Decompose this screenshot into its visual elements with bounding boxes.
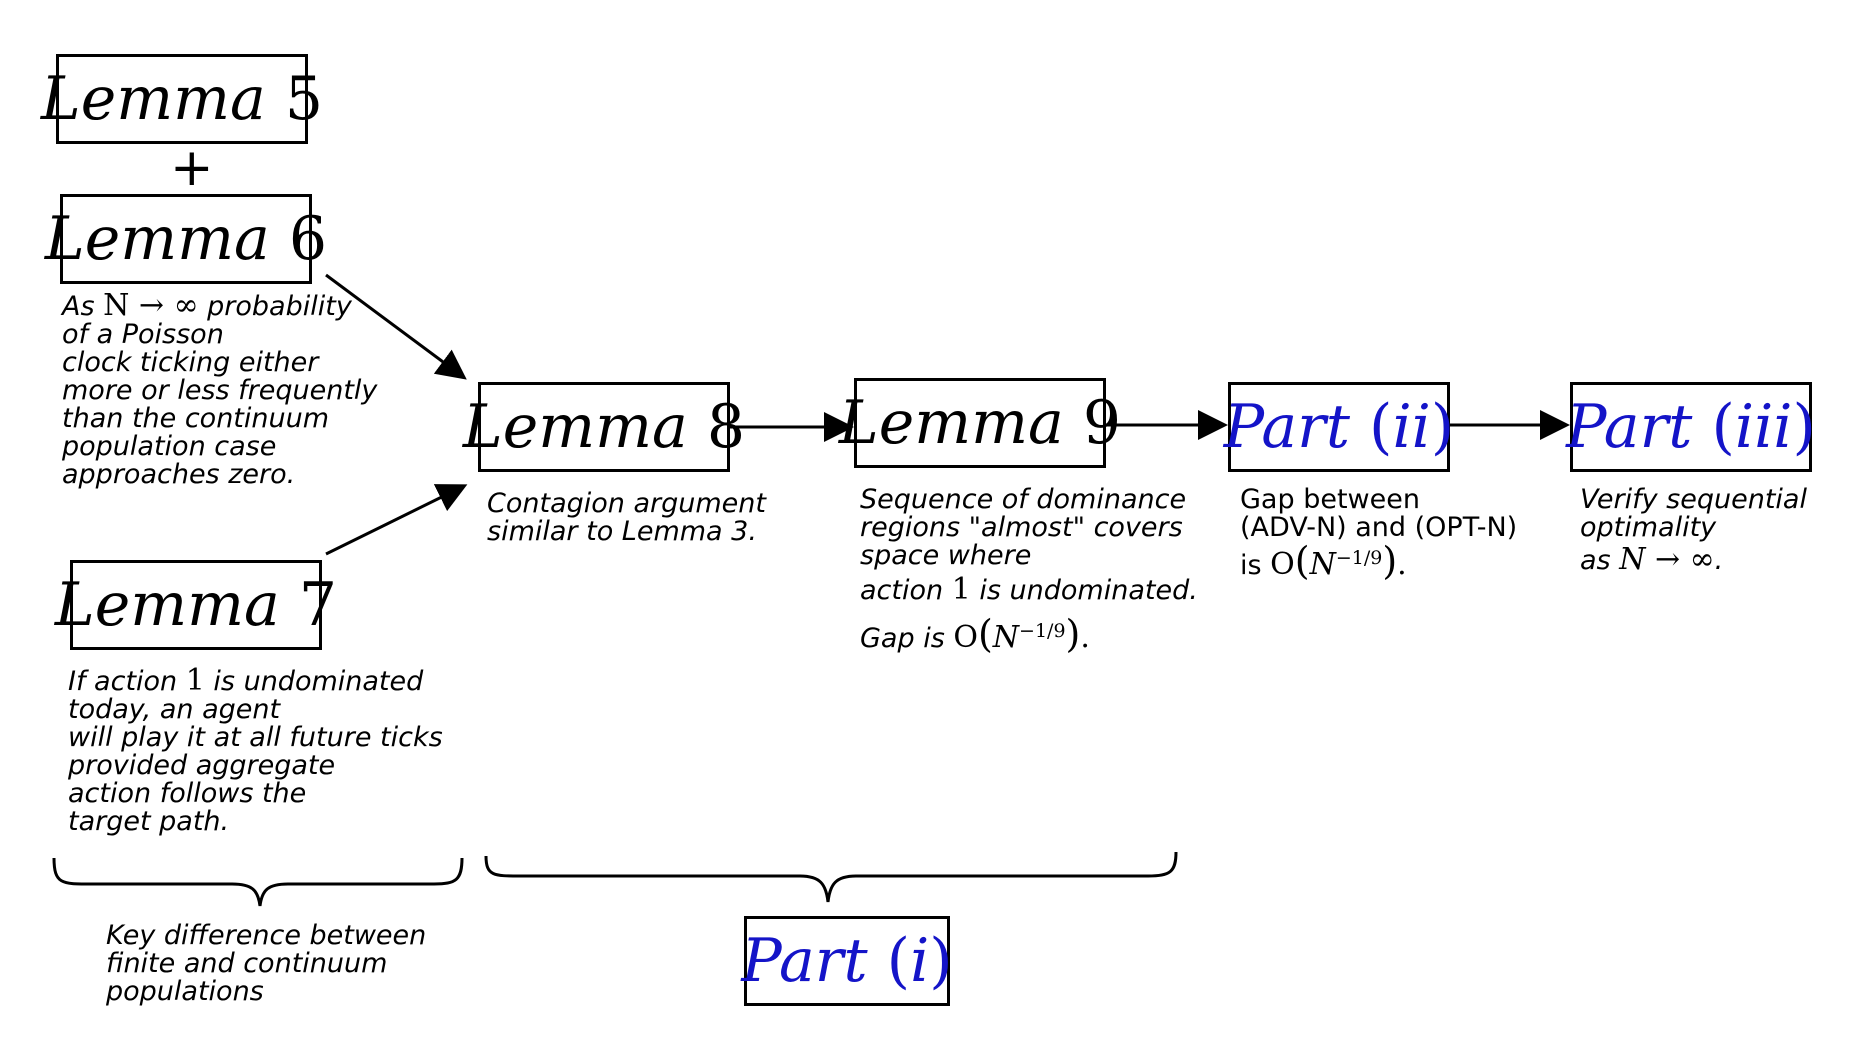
part-ii-note: Gap between (ADV-N) and (OPT-N) is O(N−1…	[1240, 484, 1518, 583]
lemma-7-note-math: 1	[185, 663, 205, 698]
left-curly-brace	[52, 857, 464, 907]
part-i-box: Part (i)	[741, 916, 953, 1006]
lemma-6-note-math: N → ∞	[103, 288, 199, 323]
lemma-7-word: Lemma	[54, 570, 280, 640]
lemma-9-note-math: 1	[951, 572, 971, 607]
big-o-symbol: O	[953, 620, 978, 655]
arrow-lemma7-to-lemma8	[325, 484, 468, 556]
left-brace-note: Key difference between finite and contin…	[106, 920, 427, 1007]
lemma-9-note: Sequence of dominance regions "almost" c…	[860, 484, 1198, 656]
lemma-8-word: Lemma	[462, 392, 688, 462]
lemma-8-number: 8	[706, 392, 746, 462]
part-iii-note-math: N → ∞	[1619, 542, 1715, 577]
lemma-6-note: As N → ∞ probability of a Poisson clock …	[62, 288, 378, 490]
lemma-9-word: Lemma	[838, 388, 1064, 458]
part-ii-word: Part	[1223, 392, 1350, 462]
lemma-6-number: 6	[288, 204, 328, 274]
lemma-7-note: If action 1 is undominated today, an age…	[68, 663, 443, 837]
part-iii-word: Part	[1566, 392, 1693, 462]
part-ii-box: Part (ii)	[1224, 382, 1454, 472]
lemma-5-word: Lemma	[40, 64, 266, 134]
part-iii-box: Part (iii)	[1566, 382, 1816, 472]
lemma-6-word: Lemma	[44, 204, 270, 274]
lemma-7-box: Lemma 7	[55, 560, 337, 650]
part-iii-roman: iii	[1734, 392, 1793, 462]
lemma-5-number: 5	[284, 64, 324, 134]
lemma-7-number: 7	[298, 570, 338, 640]
part-i-word: Part	[741, 926, 868, 996]
lemma-5-box: Lemma 5	[41, 54, 323, 144]
part-i-roman: i	[910, 926, 930, 996]
big-o-symbol: O	[1270, 547, 1295, 582]
part-i-curly-brace	[484, 851, 1178, 903]
lemma-8-box: Lemma 8	[463, 382, 745, 472]
lemma-9-number: 9	[1082, 388, 1122, 458]
arrow-lemma6-to-lemma8	[325, 273, 467, 380]
lemma-8-note: Contagion argument similar to Lemma 3.	[487, 488, 766, 547]
part-iii-note: Verify sequential optimality as N → ∞.	[1580, 484, 1807, 577]
lemma-6-box: Lemma 6	[45, 194, 327, 284]
part-ii-roman: ii	[1392, 392, 1431, 462]
lemma-9-box: Lemma 9	[839, 378, 1121, 468]
plus-sign: +	[170, 138, 214, 198]
